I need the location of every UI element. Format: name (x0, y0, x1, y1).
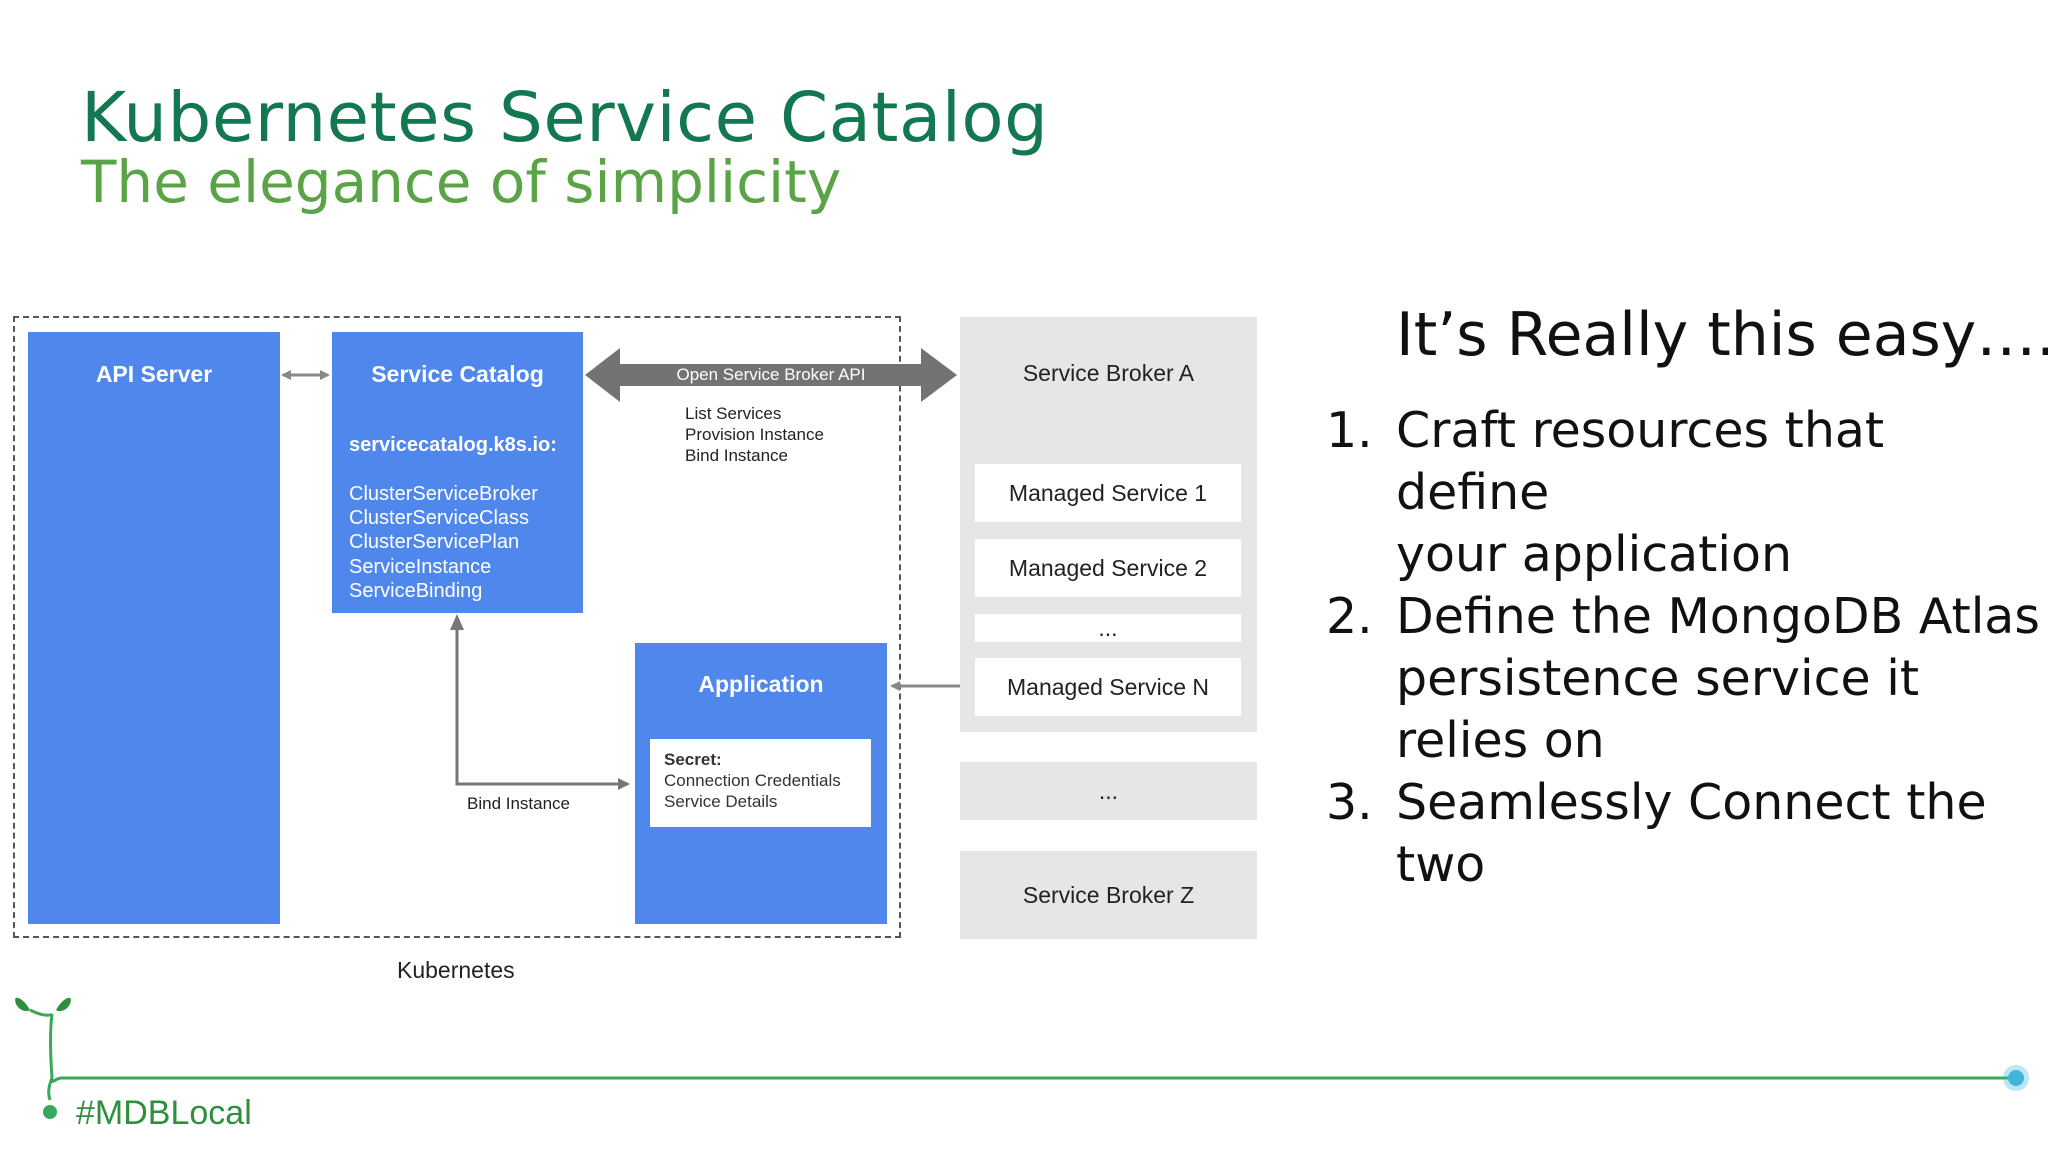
timeline-start-dot (43, 1105, 57, 1119)
secret-box: Secret: Connection Credentials Service D… (650, 739, 871, 827)
osb-op: Provision Instance (685, 425, 824, 444)
resource-item: ClusterServiceBroker (349, 483, 538, 505)
leaf-icon (56, 997, 71, 1012)
timeline-end-dot (2008, 1070, 2024, 1086)
steps-list: 1. Craft resources that define your appl… (1326, 400, 2046, 896)
slide-subtitle: The elegance of simplicity (81, 148, 842, 216)
kubernetes-boundary (13, 316, 901, 938)
osb-api-label: Open Service Broker API (676, 365, 866, 384)
osb-op: Bind Instance (685, 446, 789, 465)
managed-service-item: Managed Service 1 (975, 464, 1241, 522)
step-line: Craft resources that define (1396, 402, 1885, 521)
step-number: 3. (1326, 774, 1373, 831)
slide-title: Kubernetes Service Catalog (81, 78, 1049, 158)
step-line: persistence service it (1396, 650, 1920, 707)
step-line: two (1396, 836, 1486, 893)
step-line: relies on (1396, 712, 1605, 769)
timeline-line (50, 1076, 2016, 1084)
secret-line: Connection Credentials (664, 771, 841, 790)
managed-service-item: Managed Service N (975, 658, 1241, 716)
api-server-box: API Server (28, 332, 280, 924)
step-item: 1. Craft resources that define your appl… (1326, 400, 2046, 586)
step-line: Define the MongoDB Atlas (1396, 588, 2040, 645)
managed-service-item: Managed Service 2 (975, 539, 1241, 597)
step-number: 1. (1326, 402, 1373, 459)
step-item: 3. Seamlessly Connect the two (1326, 772, 2046, 896)
api-server-title: API Server (95, 361, 213, 387)
step-item: 2. Define the MongoDB Atlas persistence … (1326, 586, 2046, 772)
step-number: 2. (1326, 588, 1373, 645)
osb-api-arrow (585, 348, 957, 402)
bind-instance-label: Bind Instance (467, 794, 571, 813)
osb-operations: List Services Provision Instance Bind In… (685, 403, 824, 466)
service-broker-z-title: Service Broker Z (1022, 882, 1195, 908)
service-catalog-group: servicecatalog.k8s.io: (349, 434, 557, 456)
sprout-stem (49, 1013, 54, 1079)
right-heading: It’s Really this easy…. (1396, 300, 2048, 370)
application-title: Application (698, 671, 824, 697)
leaf-icon (15, 997, 30, 1012)
secret-title: Secret: (664, 750, 722, 769)
service-catalog-box: Service Catalog servicecatalog.k8s.io: C… (332, 332, 583, 613)
resource-item: ServiceInstance (349, 556, 492, 578)
service-broker-ellipsis: ... (960, 762, 1257, 820)
hashtag-label: #MDBLocal (76, 1094, 252, 1132)
bind-instance-connector (455, 617, 630, 790)
resource-item: ServiceBinding (349, 580, 483, 602)
osb-op: List Services (685, 404, 782, 423)
secret-line: Service Details (664, 792, 778, 811)
broker-ellipsis-text: ... (1098, 778, 1119, 804)
resource-item: ClusterServicePlan (349, 531, 520, 553)
bind-instance-arrowhead-up (450, 614, 464, 630)
step-line: your application (1396, 526, 1793, 583)
step-line: Seamlessly Connect the (1396, 774, 1987, 831)
service-catalog-title: Service Catalog (371, 361, 544, 387)
service-broker-z: Service Broker Z (960, 851, 1257, 939)
resource-item: ClusterServiceClass (349, 507, 530, 529)
managed-service-ellipsis: ... (975, 614, 1241, 642)
service-broker-a-title: Service Broker A (1022, 360, 1195, 386)
kubernetes-label: Kubernetes (397, 957, 515, 983)
timeline-footer (15, 997, 2029, 1119)
